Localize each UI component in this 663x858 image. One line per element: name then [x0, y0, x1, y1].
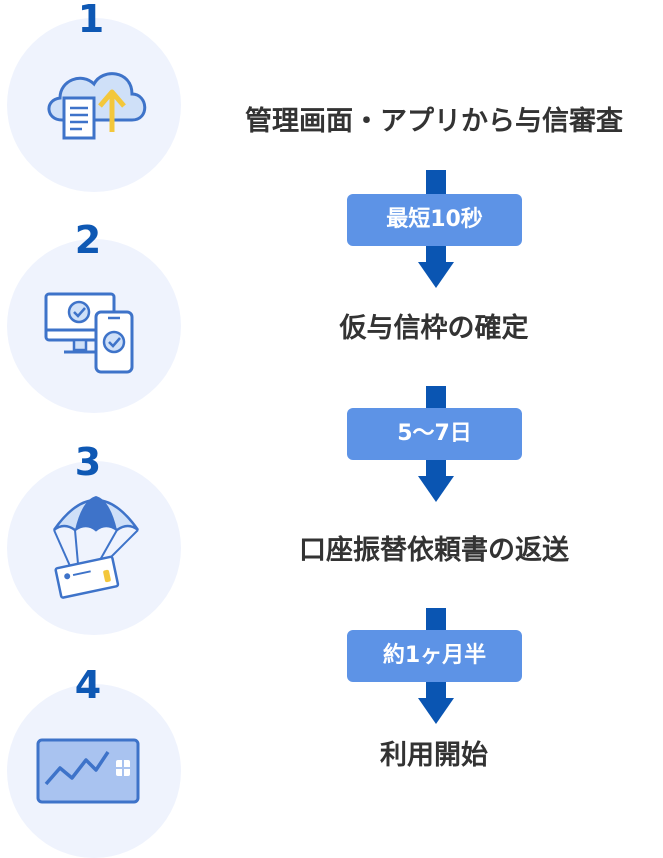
arrow-2-head: [418, 476, 454, 502]
step-2-number: 2: [74, 218, 102, 262]
step-2-label: 仮与信枠の確定: [339, 313, 529, 344]
step-3-circle: [7, 461, 181, 635]
step-1-number: 1: [77, 0, 105, 41]
step-4-label: 利用開始: [380, 740, 488, 771]
monitor-phone-check-icon: [44, 292, 134, 374]
duration-badge-1: 最短10秒: [347, 194, 522, 246]
arrow-1-head: [418, 262, 454, 288]
cloud-upload-document-icon: [47, 72, 147, 140]
credit-card-chart-icon: [36, 738, 140, 804]
duration-badge-2: 5〜7日: [347, 408, 522, 460]
step-3-label: 口座振替依頼書の返送: [299, 535, 569, 566]
step-1-label: 管理画面・アプリから与信審査: [245, 106, 623, 137]
duration-badge-3: 約1ヶ月半: [347, 630, 522, 682]
step-3-number: 3: [74, 440, 102, 484]
arrow-3-head: [418, 698, 454, 724]
parachute-envelope-icon: [52, 496, 140, 599]
step-4-number: 4: [74, 663, 102, 707]
